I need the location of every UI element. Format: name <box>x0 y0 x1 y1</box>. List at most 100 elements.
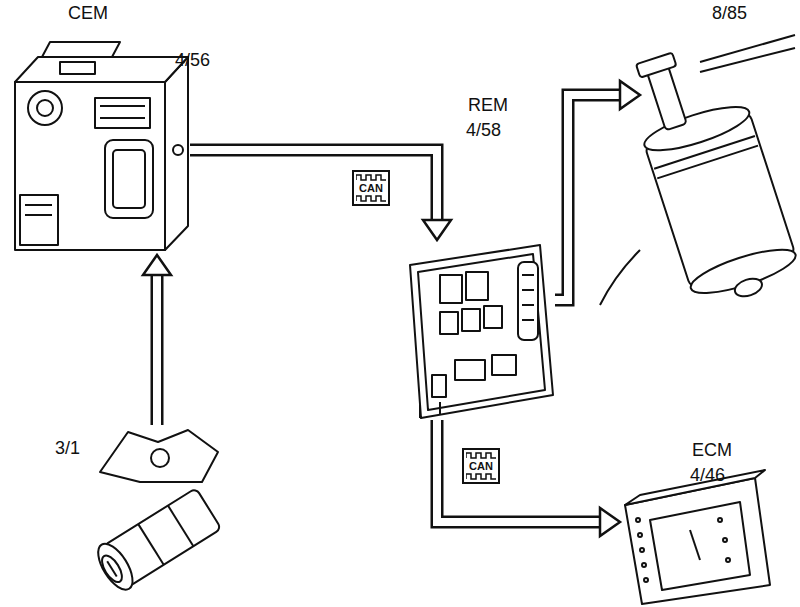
component-label: 3/1 <box>55 438 80 458</box>
connector-core <box>555 95 622 300</box>
ecm-unit-illustration-part <box>638 533 642 537</box>
rem-board-illustration <box>410 245 553 418</box>
pump-illustration-part <box>700 35 795 62</box>
callout-number: 4/46 <box>690 465 725 485</box>
signal-wave-line <box>466 474 496 479</box>
control-module: CEM4/56 <box>5 40 190 255</box>
cem-module-illustration-part <box>25 214 52 216</box>
ignition-switch: 3/1 <box>75 425 225 590</box>
pump-illustration-part <box>700 48 795 72</box>
connector-core <box>437 420 602 522</box>
rem-board-illustration-part <box>522 289 534 291</box>
ecm-unit-illustration-part <box>636 518 640 522</box>
connector-core <box>153 273 161 425</box>
rem-board-illustration-part <box>462 309 480 331</box>
pump-illustration-part-part <box>657 146 758 179</box>
can-bus-connector <box>437 420 620 536</box>
control-module: REM4/58 <box>405 240 555 420</box>
cem-module-illustration-part <box>15 57 188 82</box>
rem-board-illustration-part <box>466 272 488 300</box>
signal-connector <box>555 81 640 300</box>
signal-wave-line <box>356 175 386 180</box>
cem-module-illustration-part <box>100 105 145 107</box>
bus-label: CAN <box>356 182 386 194</box>
connector-outline <box>190 150 437 222</box>
signal-wave-line <box>466 453 496 458</box>
cem-module-illustration-part <box>173 145 183 155</box>
rem-board-illustration-part <box>492 355 516 375</box>
signal-wave-symbol <box>466 451 496 460</box>
rem-board-illustration-part <box>418 254 545 410</box>
bus-label: CAN <box>466 460 496 472</box>
connector-core <box>190 150 437 222</box>
ecm-unit-illustration-part <box>690 530 700 560</box>
arrow-head <box>143 255 171 275</box>
pump-illustration-part <box>600 250 640 305</box>
rem-board-illustration-part <box>484 306 502 328</box>
component-label: CEM <box>68 3 108 23</box>
callout-number: 4/56 <box>175 50 210 70</box>
ecm-unit-illustration-part <box>650 502 750 590</box>
connector-outline <box>555 95 622 300</box>
cem-module-illustration-part <box>37 100 53 116</box>
ignition-switch-illustration-part-part <box>107 561 117 576</box>
pump-illustration-part-part <box>636 53 676 78</box>
pump-illustration-part-part <box>640 98 753 159</box>
ignition-switch-illustration-part-part <box>168 506 193 547</box>
callout-number: 4/58 <box>466 120 501 140</box>
ecm-unit-illustration-part <box>644 578 648 582</box>
signal-wave-symbol <box>356 173 386 182</box>
arrow-head <box>620 81 640 109</box>
rem-board-illustration-part <box>518 262 538 340</box>
rem-board-illustration-part <box>440 312 458 334</box>
connector-outline <box>151 273 164 425</box>
washer-pump: 8/85 <box>640 35 795 305</box>
rem-board-illustration-part <box>455 360 485 380</box>
pump-illustration-part <box>620 36 800 313</box>
pump-illustration <box>600 35 800 312</box>
cem-module-illustration-part <box>28 91 62 125</box>
rem-board-illustration-part <box>432 375 446 397</box>
control-module: ECM4/46 <box>620 490 770 600</box>
cem-module-illustration-part <box>100 117 145 119</box>
signal-wave-symbol <box>466 472 496 481</box>
rem-board-illustration-part <box>439 402 441 414</box>
cem-module-illustration-part <box>95 98 150 128</box>
rem-board-illustration-part <box>419 405 421 418</box>
signal-wave-line <box>356 196 386 201</box>
component-label: REM <box>468 95 508 115</box>
rem-board-illustration-part <box>522 304 534 306</box>
ecm-unit-illustration-part <box>718 518 722 522</box>
ecm-unit-illustration-part <box>640 548 644 552</box>
ecm-unit-illustration-part <box>726 558 730 562</box>
ignition-switch-illustration-part <box>151 449 169 467</box>
bus-label-box: CAN <box>352 170 390 206</box>
connector-outline <box>437 420 602 522</box>
rem-board-illustration-part <box>522 274 534 276</box>
can-bus-connector <box>190 150 451 240</box>
ignition-switch-illustration-part <box>100 430 218 482</box>
ecm-unit-illustration <box>625 470 770 604</box>
cem-module-illustration-part <box>105 140 153 218</box>
signal-wave-symbol <box>356 194 386 203</box>
ignition-switch-illustration-part-part <box>98 552 126 585</box>
cem-module-illustration-part <box>165 57 188 250</box>
ignition-switch-illustration-part <box>91 486 222 595</box>
cem-module-illustration-part <box>113 150 145 208</box>
cem-module-illustration-part <box>25 204 52 206</box>
cem-module-illustration-part <box>20 195 58 245</box>
arrow-head <box>423 220 451 240</box>
cem-module-illustration <box>15 42 188 250</box>
cem-module-illustration-part <box>15 82 165 250</box>
ignition-switch-illustration <box>91 430 222 595</box>
rem-board-illustration-part <box>410 245 553 418</box>
rem-board-illustration-part <box>522 319 534 321</box>
rem-board-illustration-part <box>440 275 462 303</box>
cem-module-illustration-part <box>60 62 95 74</box>
ignition-switch-illustration-part-part <box>91 538 139 595</box>
signal-connector <box>143 255 171 425</box>
